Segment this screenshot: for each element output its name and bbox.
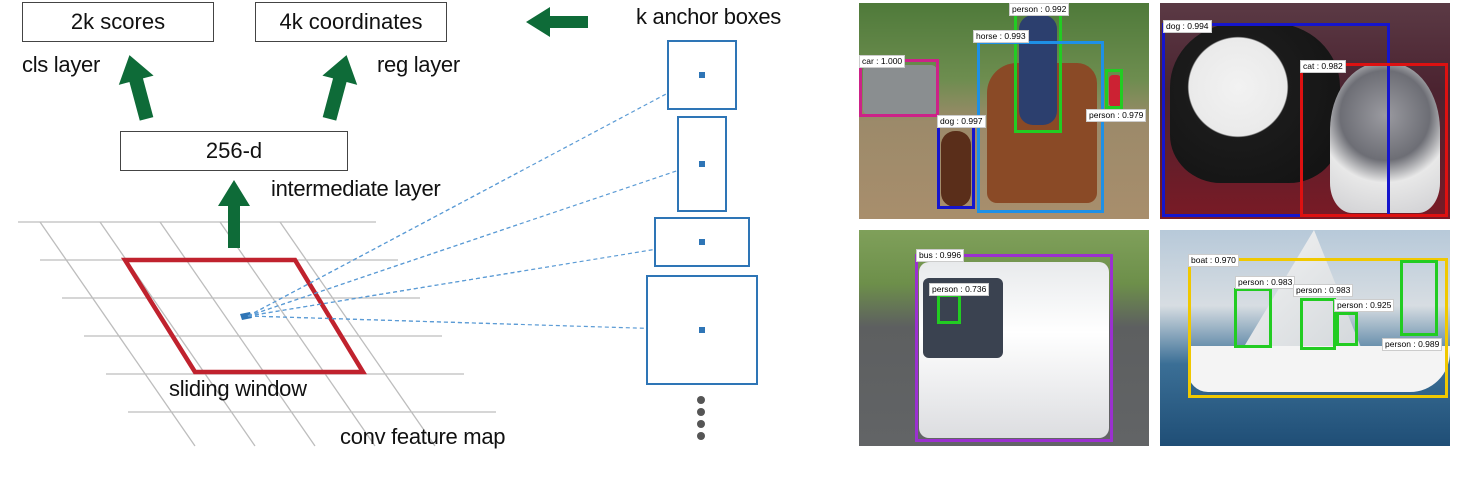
dog-shape	[941, 131, 971, 207]
detection-box	[915, 254, 1113, 442]
detection-box	[1400, 260, 1438, 336]
ellipsis-dot	[697, 396, 705, 404]
ellipsis-dot	[697, 420, 705, 428]
detection-label: person : 0.925	[1334, 299, 1395, 312]
dog-shape	[1170, 23, 1340, 183]
anchor-box	[646, 275, 758, 385]
cls-layer-label: cls layer	[22, 52, 100, 77]
car-shape	[863, 65, 937, 115]
detection-label: person : 0.989	[1382, 338, 1443, 351]
detection-label: boat : 0.970	[1188, 254, 1239, 267]
reg-output-box: 4k coordinates	[255, 2, 447, 42]
detection-box	[1162, 23, 1390, 217]
detection-label: dog : 0.994	[1163, 20, 1212, 33]
ellipsis-dot	[697, 432, 705, 440]
cls-output-box: 2k scores	[22, 2, 214, 42]
intermediate-box: 256-d	[120, 131, 348, 171]
child-shape	[1109, 75, 1121, 107]
detection-label: person : 0.736	[929, 283, 990, 296]
detection-box	[1105, 69, 1123, 109]
anchor-box	[677, 116, 727, 212]
detection-label: horse : 0.993	[973, 30, 1029, 43]
photo-boat-scene: boat : 0.970 person : 0.983 person : 0.9…	[1160, 230, 1450, 446]
reg-layer-label: reg layer	[377, 52, 460, 77]
photo-pets-scene: dog : 0.994 cat : 0.982	[1160, 3, 1450, 219]
detection-box	[1188, 258, 1448, 398]
detection-box	[1300, 63, 1448, 217]
detection-box	[1234, 288, 1272, 348]
detection-label: bus : 0.996	[916, 249, 965, 262]
up-arrow-icon	[322, 55, 358, 121]
detection-label: car : 1.000	[859, 55, 906, 68]
anchor-box	[654, 217, 750, 267]
window-center	[240, 312, 252, 320]
up-arrow-icon	[118, 55, 154, 121]
up-arrow-icon	[218, 180, 250, 248]
detection-label: person : 0.979	[1086, 109, 1147, 122]
detection-box	[1336, 312, 1358, 346]
anchor-box	[667, 40, 737, 110]
projection-lines	[247, 75, 701, 331]
photo-horse-scene: person : 0.992 horse : 0.993 car : 1.000…	[859, 3, 1149, 219]
detection-box	[937, 125, 975, 209]
detection-label: dog : 0.997	[937, 115, 986, 128]
intermediate-layer-label: intermediate layer	[271, 176, 441, 201]
photo-bus-scene: bus : 0.996 person : 0.736	[859, 230, 1149, 446]
detection-label: person : 0.983	[1293, 284, 1354, 297]
detection-label: person : 0.992	[1009, 3, 1070, 16]
detection-label: cat : 0.982	[1300, 60, 1346, 73]
conv-feature-map-label: conv feature map	[340, 424, 506, 449]
detection-label: person : 0.983	[1235, 276, 1296, 289]
sliding-window-label: sliding window	[169, 376, 307, 401]
detection-box	[1300, 298, 1336, 350]
cat-shape	[1330, 63, 1440, 213]
detection-box	[977, 41, 1104, 213]
hull-shape	[1188, 346, 1450, 392]
detection-box	[937, 294, 961, 324]
ellipsis-dot	[697, 408, 705, 416]
left-arrow-icon	[526, 7, 588, 37]
sliding-window	[120, 257, 367, 375]
anchor-boxes-label: k anchor boxes	[636, 4, 781, 29]
